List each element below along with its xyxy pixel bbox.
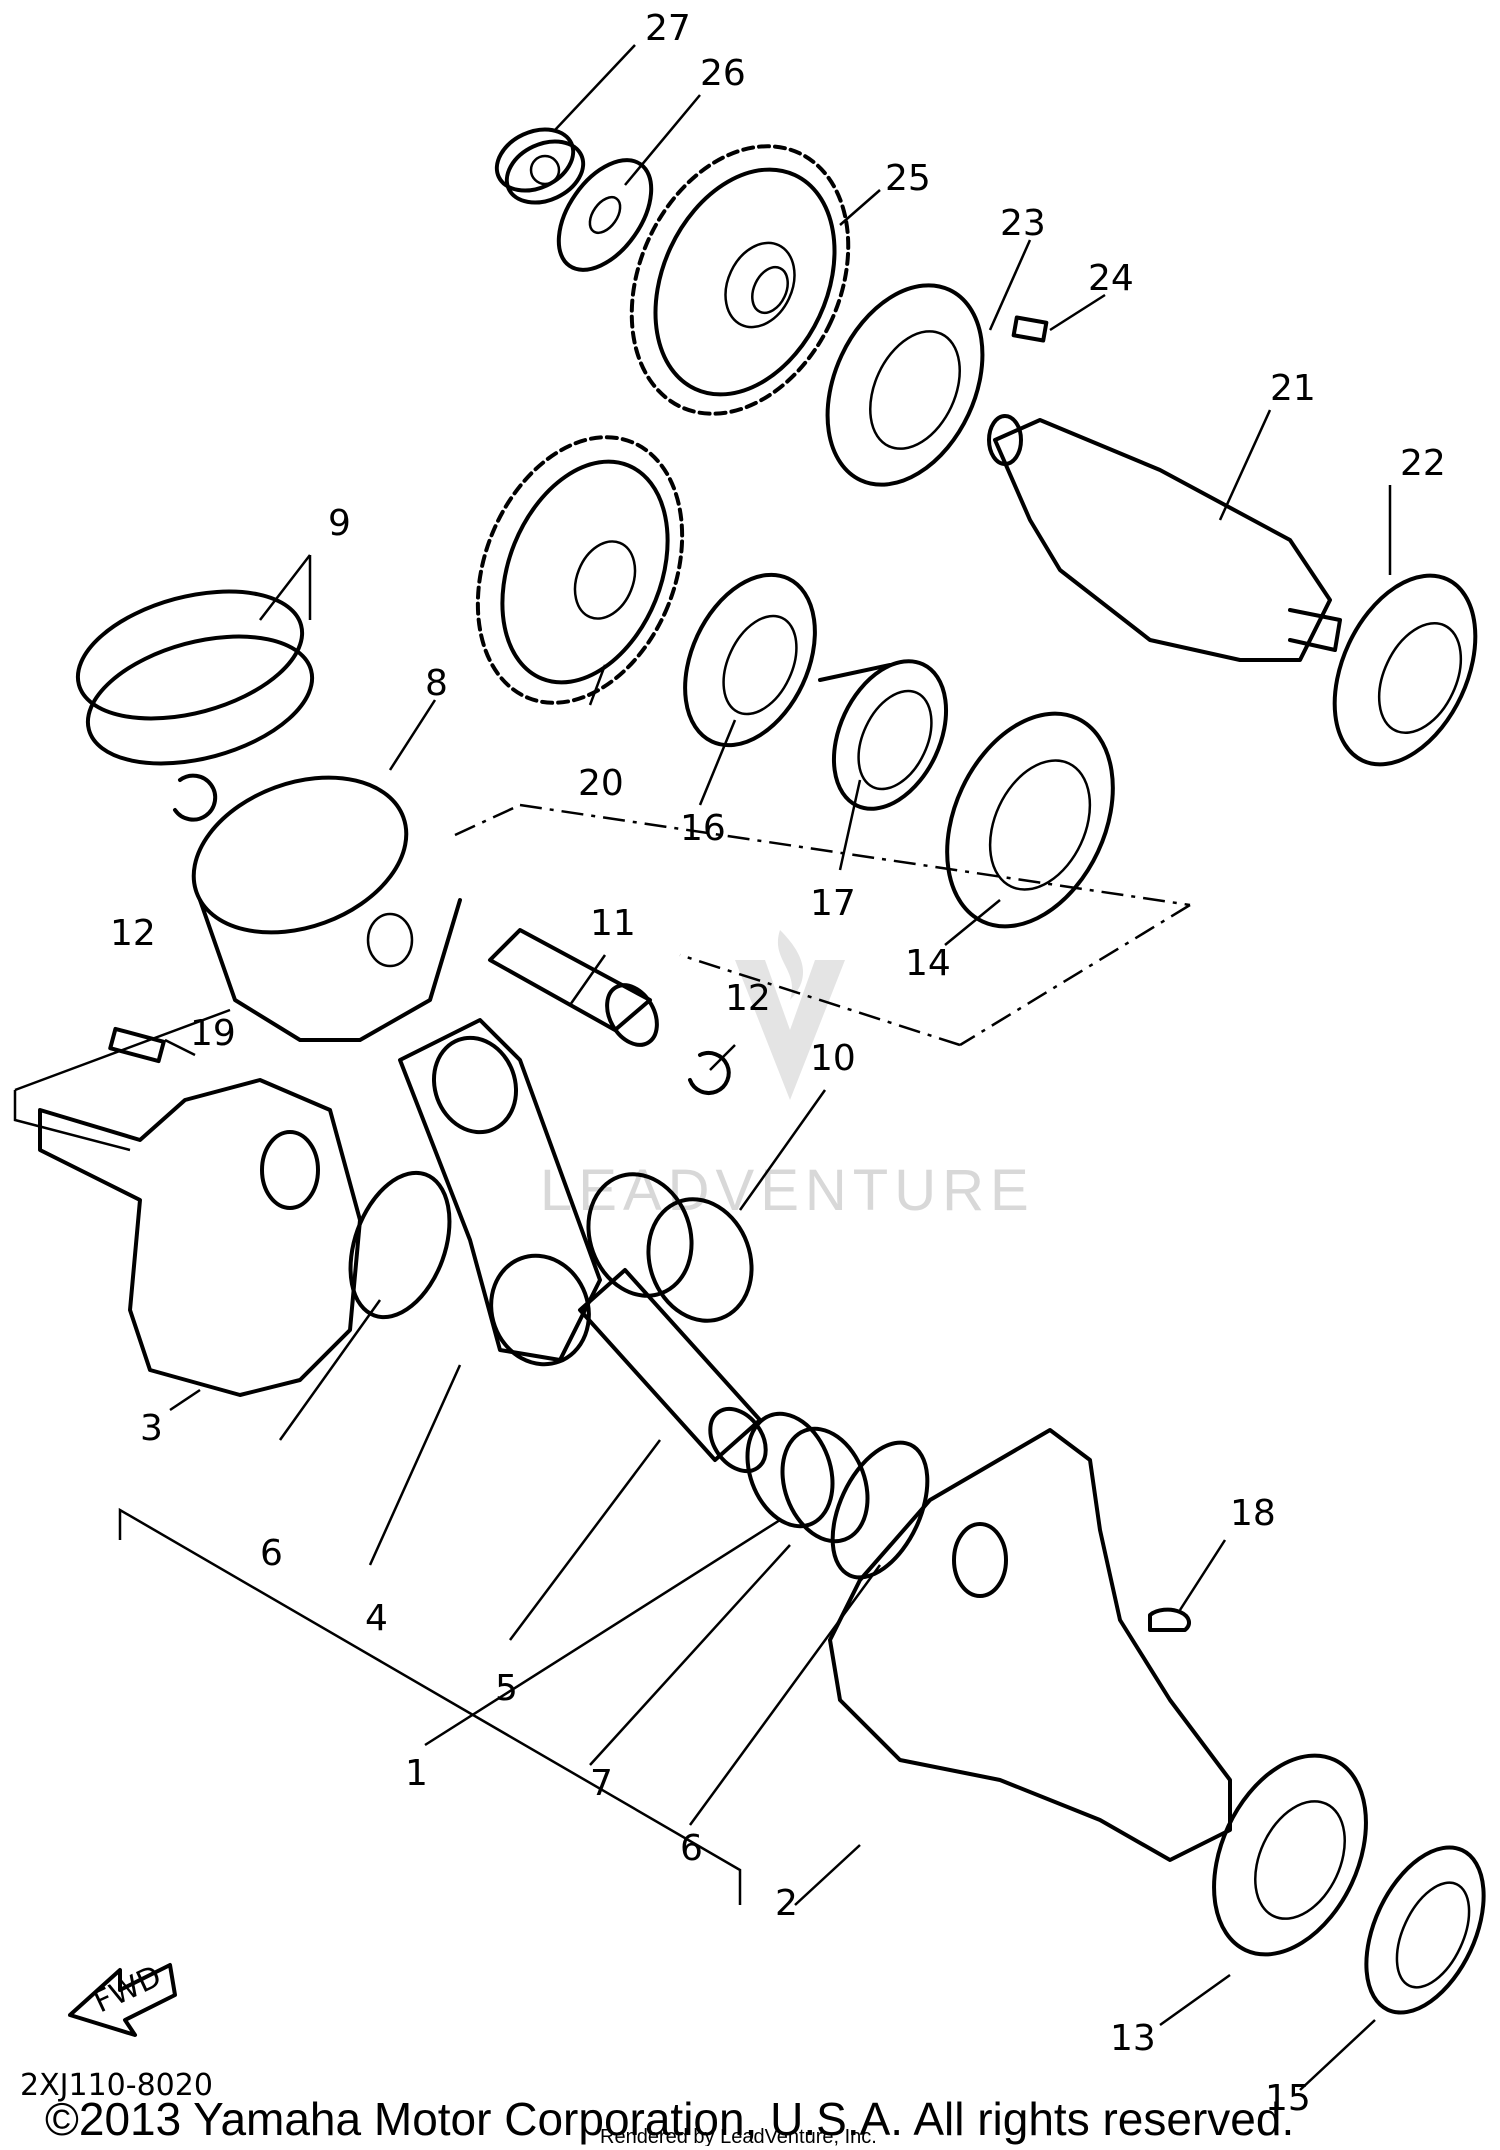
leader-lines	[164, 44, 1392, 2091]
part-number-14: 14	[905, 943, 951, 984]
bearing-23-part	[825, 283, 985, 487]
part-number-15: 15	[1265, 2078, 1311, 2119]
part-number-9: 9	[328, 503, 351, 544]
part-number-23: 23	[1000, 203, 1046, 244]
bearing-13-part	[1212, 1753, 1368, 1957]
piston-pin-part	[488, 928, 659, 1047]
part-number-7: 7	[590, 1763, 613, 1804]
part-number-26: 26	[700, 53, 746, 94]
part-number-24: 24	[1088, 258, 1134, 299]
part-number-3: 3	[140, 1408, 163, 1449]
bearing-14-part	[945, 711, 1115, 929]
part-number-11: 11	[590, 903, 636, 944]
bearing-16-part	[683, 572, 817, 748]
part-number-2: 2	[775, 1883, 798, 1924]
balancer-drive-gear-part	[629, 144, 851, 416]
crank-left-part	[38, 1078, 362, 1397]
part-number-25: 25	[885, 158, 931, 199]
thrust-washer-6-upper-part	[348, 1170, 452, 1320]
big-end-bearing-part	[745, 1411, 870, 1544]
part-number-16: 16	[680, 808, 726, 849]
part-number-17: 17	[810, 883, 856, 924]
collar-17-part	[818, 659, 949, 811]
piston-rings-part	[75, 589, 315, 766]
fwd-label: FWD	[89, 1959, 167, 2020]
part-number-12-left: 12	[110, 913, 156, 954]
group-bracket-lines	[13, 803, 1191, 1905]
part-number-5: 5	[495, 1668, 518, 1709]
circlip-12-left-part	[173, 773, 218, 822]
forward-direction-arrow: FWD	[68, 1959, 177, 2037]
bearing-22-part	[1332, 573, 1478, 767]
part-number-22: 22	[1400, 443, 1446, 484]
woodruff-key-18-part	[1148, 1607, 1191, 1632]
part-number-20: 20	[578, 763, 624, 804]
woodruff-key-19-part	[108, 1026, 166, 1064]
balancer-shaft-part	[987, 414, 1342, 662]
part-number-10: 10	[810, 1038, 856, 1079]
part-number-13: 13	[1110, 2018, 1156, 2059]
woodruff-key-24-part	[1011, 315, 1049, 343]
part-number-8: 8	[425, 663, 448, 704]
small-end-bearing-part	[586, 1172, 754, 1323]
part-number-19: 19	[190, 1013, 236, 1054]
watermark-text: LEADVENTURE	[540, 1158, 1035, 1223]
connecting-rod-part	[398, 1018, 602, 1367]
part-number-18: 18	[1230, 1493, 1276, 1534]
oil-seal-part	[1364, 1845, 1486, 2015]
part-number-4: 4	[365, 1598, 388, 1639]
copyright-notice: ©2013 Yamaha Motor Corporation, U.S.A. A…	[45, 2093, 1294, 2145]
nut-part	[494, 127, 586, 205]
balancer-driven-gear-part	[475, 435, 685, 705]
part-number-1: 1	[405, 1753, 428, 1794]
rendered-by-credit: Rendered by LeadVenture, Inc.	[600, 2126, 877, 2146]
part-number-6-lower: 6	[680, 1828, 703, 1869]
leadventure-watermark: LEADVENTURE	[540, 930, 1035, 1223]
part-number-6-upper: 6	[260, 1533, 283, 1574]
part-number-27: 27	[645, 8, 691, 49]
lock-washer-part	[556, 158, 654, 272]
part-number-callouts: 27 26 25 23 24 21 22 9 8 20 16 17 14 12 …	[110, 8, 1446, 2119]
diagram-code: 2XJ110-8020	[20, 2068, 213, 2103]
part-number-21: 21	[1270, 368, 1316, 409]
part-number-12-right: 12	[725, 978, 771, 1019]
circlip-12-right-part	[688, 1051, 731, 1095]
crank-right-part	[828, 1428, 1232, 1862]
piston-part	[191, 775, 462, 1042]
thrust-washer-6-lower-part	[830, 1440, 930, 1580]
